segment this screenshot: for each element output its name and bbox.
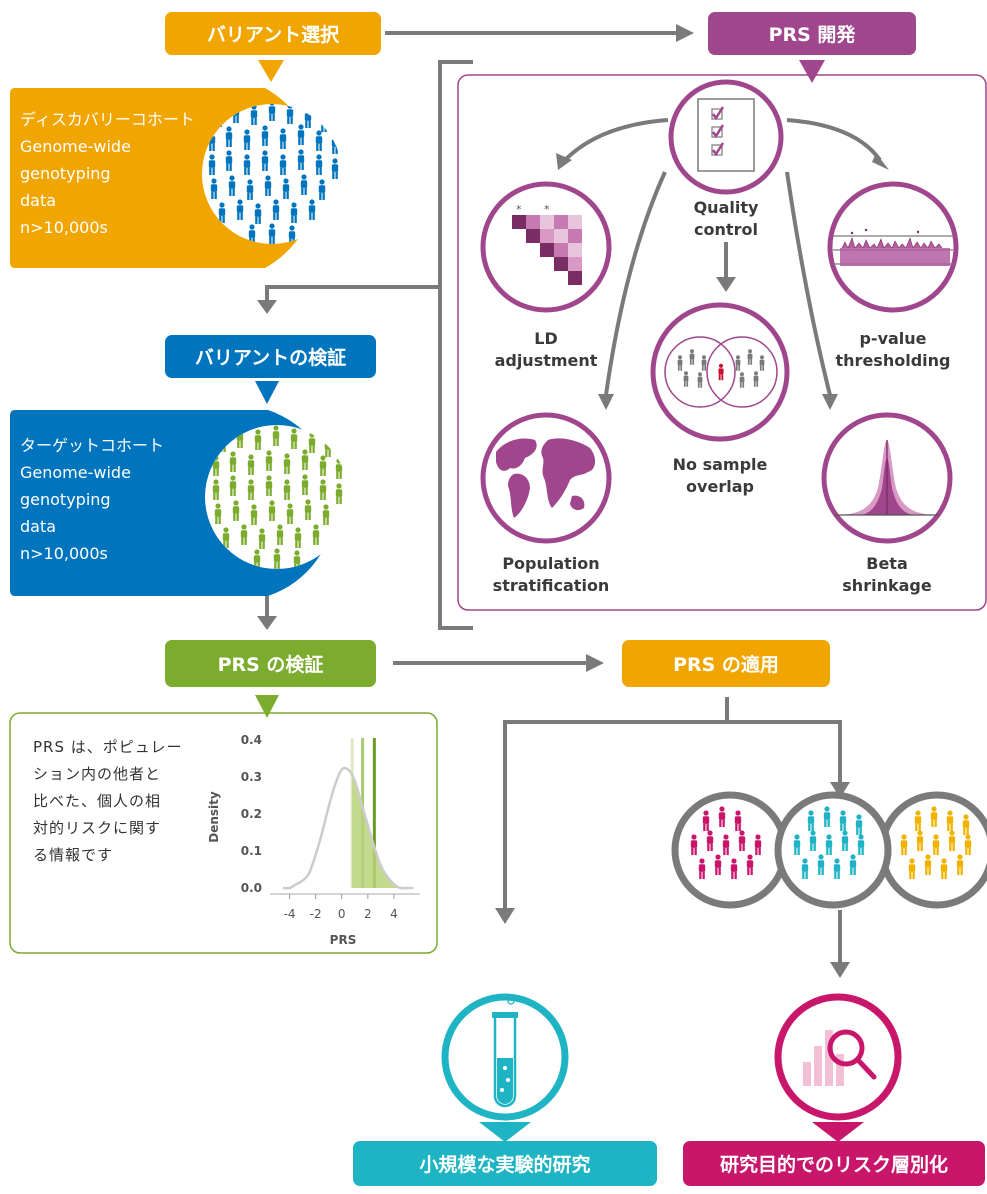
arrow-to-risk-groups xyxy=(830,782,850,798)
density-chart: -4 -2 0 2 4 0.0 0.1 0.2 0.3 0.4 PRS Density xyxy=(207,733,420,947)
discovery-pointer xyxy=(258,60,284,82)
risk-stratification-node xyxy=(774,993,902,1142)
y-tick-label: 0.3 xyxy=(241,770,262,784)
y-tick-label: 0.0 xyxy=(241,881,262,895)
test-tube-icon xyxy=(492,997,518,1108)
distribution-icon xyxy=(835,440,939,516)
prs-description-line-2: ション内の他者と xyxy=(33,765,162,783)
connector-prs-validation-to-application xyxy=(393,654,604,672)
discovery-line-5: n>10,000s xyxy=(20,218,108,237)
prs-development-header: PRS 開発 xyxy=(708,12,916,55)
prs-dev-pointer xyxy=(799,60,825,83)
prs-description-line-3: 比べた、個人の相 xyxy=(33,792,162,810)
pvalue-thresholding-node xyxy=(827,181,959,313)
arrow-to-variant-validation xyxy=(257,300,277,314)
discovery-line-4: data xyxy=(20,191,57,210)
x-tick-label: -4 xyxy=(284,907,296,921)
prs-description-line-5: る情報です xyxy=(33,846,114,864)
quality-control-node xyxy=(668,79,784,195)
prs-application-header: PRS の適用 xyxy=(622,640,830,687)
density-tail-area xyxy=(352,776,414,888)
svg-text:*: * xyxy=(544,203,550,216)
target-line-4: data xyxy=(20,517,57,536)
discovery-line-1: ディスカバリーコホート xyxy=(20,110,195,129)
small-studies-node xyxy=(441,993,569,1142)
venn-right-circle xyxy=(706,336,778,408)
connector-application-split xyxy=(503,697,842,962)
target-line-3: genotyping xyxy=(20,490,111,509)
qc-arrows xyxy=(563,118,882,396)
variant-validation-header: バリアントの検証 xyxy=(165,335,376,378)
x-tick-label: 4 xyxy=(390,907,398,921)
target-cohort-text: ターゲットコホート Genome-wide genotyping data n>… xyxy=(20,432,164,567)
discovery-cohort-text: ディスカバリーコホート Genome-wide genotyping data … xyxy=(20,106,195,241)
target-line-5: n>10,000s xyxy=(20,544,108,563)
beta-shrinkage-node xyxy=(821,412,953,544)
risk-groups xyxy=(671,791,987,909)
prs-description-line-4: 対的リスクに関す xyxy=(33,819,162,837)
target-line-1: ターゲットコホート xyxy=(20,436,165,455)
prs-validation-header: PRS の検証 xyxy=(165,640,376,687)
prs-description: PRS は、ポピュレー ション内の他者と 比べた、個人の相 対的リスクに関す る… xyxy=(33,734,182,869)
globe-icon xyxy=(496,438,596,518)
y-axis-label: Density xyxy=(207,791,221,843)
x-tick-label: 2 xyxy=(364,907,372,921)
arrow-to-risk-stratification xyxy=(830,962,850,978)
bar-chart-icon xyxy=(803,1030,844,1086)
y-tick-label: 0.1 xyxy=(241,844,262,858)
discovery-line-3: genotyping xyxy=(20,164,111,183)
variant-validation-pointer xyxy=(255,381,279,404)
bracket-prs-dev xyxy=(265,60,473,630)
checklist-icon xyxy=(697,98,755,172)
discovery-line-2: Genome-wide xyxy=(20,137,131,156)
risk-stratification-pointer xyxy=(812,1122,864,1142)
prs-validation-box xyxy=(9,712,438,954)
x-axis-label: PRS xyxy=(330,933,357,947)
risk-stratification-header: 研究目的でのリスク層別化 xyxy=(683,1141,985,1186)
no-sample-overlap-node xyxy=(650,302,790,442)
arrow-to-prs-validation xyxy=(257,616,277,630)
connector-variant-to-prs-dev xyxy=(385,24,694,42)
y-tick-label: 0.4 xyxy=(241,733,262,747)
small-studies-header: 小規模な実験的研究 xyxy=(353,1141,657,1186)
manhattan-plot-icon xyxy=(833,228,953,266)
ld-adjustment-node: * * xyxy=(480,181,612,313)
y-tick-label: 0.2 xyxy=(241,807,262,821)
target-line-2: Genome-wide xyxy=(20,463,131,482)
svg-text:*: * xyxy=(516,203,522,216)
prs-description-line-1: PRS は、ポピュレー xyxy=(33,738,183,756)
small-studies-pointer xyxy=(479,1122,531,1142)
population-stratification-node xyxy=(480,412,612,544)
prs-validation-pointer xyxy=(255,695,279,718)
arrow-to-small-studies xyxy=(495,908,515,924)
qc-arrowheads xyxy=(556,153,889,410)
x-tick-label: -2 xyxy=(310,907,322,921)
x-tick-label: 0 xyxy=(338,907,346,921)
variant-selection-header: バリアント選択 xyxy=(165,12,381,55)
density-curve xyxy=(282,766,414,890)
magnifier-icon xyxy=(827,1029,877,1080)
ld-matrix-icon: * * xyxy=(512,203,582,285)
venn-left-circle xyxy=(664,336,736,408)
